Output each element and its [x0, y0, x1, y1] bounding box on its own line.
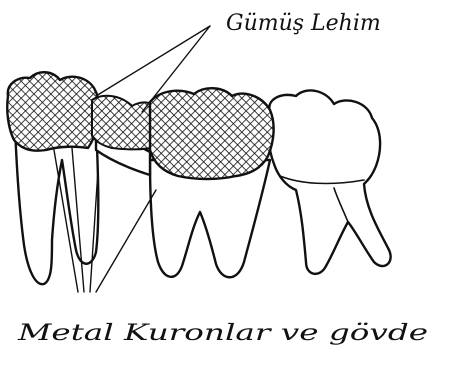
top-label: Gümüş Lehim	[226, 11, 381, 36]
middle-metal-crown	[150, 88, 274, 179]
natural-tooth	[268, 90, 391, 273]
top-leader-line-1	[96, 26, 210, 96]
left-metal-crown	[7, 72, 99, 150]
bottom-leader-line-4	[96, 190, 156, 292]
bottom-label: Metal Kuronlar ve gövde	[17, 321, 428, 346]
